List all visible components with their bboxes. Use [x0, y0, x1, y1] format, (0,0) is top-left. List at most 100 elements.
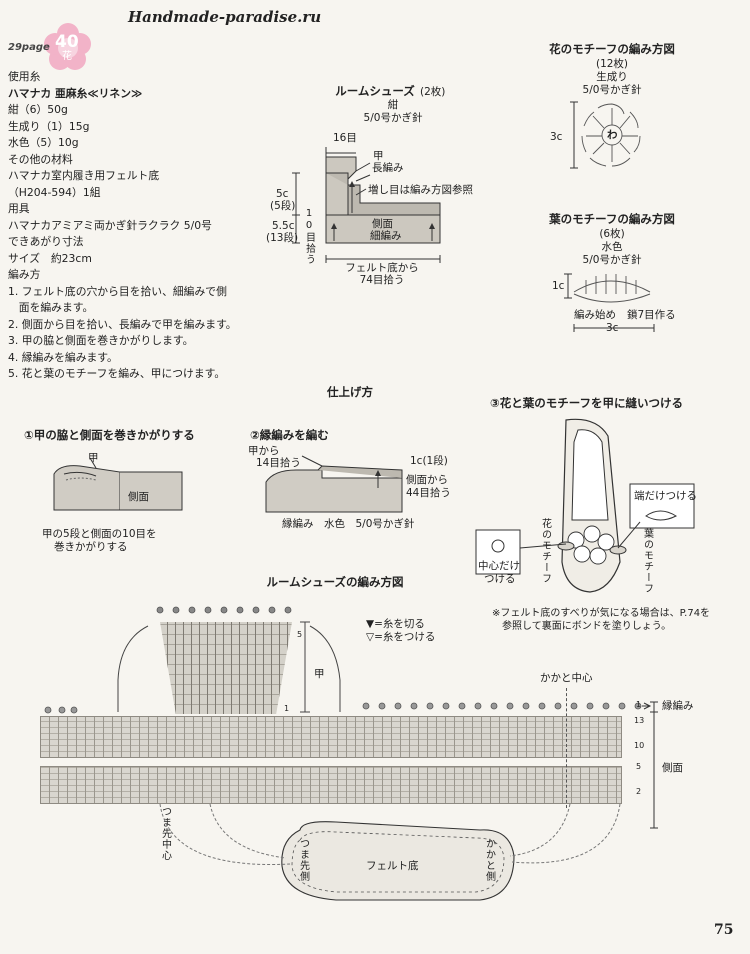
step2-title: ②縁編みを編む: [250, 428, 329, 442]
upper-chart: [160, 622, 292, 714]
step2-from-kou1: 甲から: [248, 445, 280, 457]
step3-edge: 端だけつける: [634, 490, 697, 502]
materials-line: 用具: [8, 202, 30, 215]
step2-from-side1: 側面から: [406, 474, 448, 486]
row-2: 2: [636, 787, 642, 796]
materials-line: 3. 甲の脇と側面を巻きかがりします。: [8, 334, 194, 347]
label-5dan: (5段): [270, 200, 296, 212]
step3-note2: 参照して裏面にボンドを塗りしょう。: [502, 621, 672, 632]
step2-bottom: 縁編み 水色 5/0号かぎ針: [282, 518, 415, 530]
label-16me: 16目: [333, 132, 357, 144]
leaf-height: 1c: [552, 280, 565, 292]
leaf-motif-qty: (6枚): [599, 228, 625, 240]
flower-kanji: 花: [62, 51, 72, 62]
heel-center-line: [566, 688, 568, 808]
step1-sokumen: 側面: [128, 491, 149, 503]
step2-from-side2: 44目拾う: [406, 487, 451, 499]
row-1-top: 1: [636, 700, 642, 709]
page-badge-flower: 40 花: [40, 22, 96, 72]
label-kou: 甲: [373, 150, 384, 162]
row-scale: [630, 700, 660, 830]
main-chart-title: ルームシューズの編み方図: [266, 575, 404, 589]
label-55c: 5.5c: [272, 220, 295, 232]
label-sokumen: 側面: [372, 218, 393, 230]
room-shoes-title: ルームシューズ: [335, 84, 415, 98]
side-band-lower: [40, 766, 622, 804]
heel-center: かかと中心: [540, 672, 593, 684]
heel-side: かかと側: [483, 838, 495, 882]
materials-line: サイズ 約23cm: [8, 251, 92, 265]
legend-join: ▽=糸をつける: [366, 631, 436, 643]
row-13: 13: [634, 716, 645, 725]
step1-kou: 甲: [88, 452, 99, 464]
chart-kou: 甲: [314, 668, 325, 680]
step2-diagram: [262, 452, 422, 522]
step1-diagram: [50, 450, 200, 520]
label-10me: 10目拾う: [303, 208, 315, 265]
leaf-motif-diagram: [550, 266, 680, 336]
legend-cut: ▼=糸を切る: [366, 618, 425, 630]
step2-from-kou2: 14目拾う: [256, 457, 301, 469]
room-shoes-color: 紺: [387, 99, 399, 111]
materials-block: 使用糸 ハマナカ 亜麻糸≪リネン≫ 紺（6）50g 生成り（1）15g 水色（5…: [8, 68, 237, 382]
flower-size: 3c: [550, 131, 563, 143]
leaf-width: 3c: [606, 322, 619, 334]
materials-line: 紺（6）50g: [8, 103, 68, 116]
edging-row: [40, 700, 660, 720]
room-shoes-qty: (2枚): [420, 86, 446, 98]
materials-line: 面を編みます。: [8, 301, 94, 314]
site-name: Handmade-paradise.ru: [128, 8, 322, 26]
materials-line: 4. 縁編みを編みます。: [8, 350, 118, 364]
leaf-motif-hook: 5/0号かぎ針: [582, 254, 642, 266]
step3-title: ③花と葉のモチーフを甲に縫いつける: [490, 396, 684, 410]
flower-motif-qty: (12枚): [595, 58, 629, 70]
side-band-upper: [40, 716, 622, 758]
row-10: 10: [634, 741, 645, 750]
leaf-motif-color: 水色: [601, 241, 623, 253]
step3-leaf: 葉のモチーフ: [641, 528, 653, 594]
materials-line: ハマナカ室内履き用フェルト底: [8, 169, 160, 182]
materials-line: 生成り（1）15g: [8, 119, 90, 133]
step2-1c: 1c(1段): [410, 455, 448, 467]
flower-number: 40: [55, 32, 79, 52]
step1-title: ①甲の脇と側面を巻きかがりする: [24, 428, 195, 442]
label-5c: 5c: [276, 188, 289, 200]
materials-line: 2. 側面から目を拾い、長編みで甲を編みます。: [8, 317, 237, 331]
step1-note2: 巻きかがりする: [54, 541, 128, 553]
materials-line: 5. 花と葉のモチーフを編み、甲につけます。: [8, 367, 226, 380]
flower-center-ring: わ: [607, 129, 618, 141]
materials-line: 使用糸: [8, 70, 41, 83]
materials-line: 1. フェルト底の穴から目を拾い、細編みで側: [8, 284, 227, 298]
chart-row-5-kou: 5: [297, 630, 303, 639]
step3-note1: ※フェルト底のすべりが気になる場合は、P.74を: [492, 608, 711, 619]
felt-sole-diagram: [150, 800, 630, 920]
toe-center: つま先中心: [159, 806, 171, 861]
flower-logo-icon: [44, 23, 91, 70]
page-number: 75: [714, 922, 734, 938]
step3-flower: 花のモチーフ: [539, 518, 551, 584]
materials-line: ハマナカアミアミ両かぎ針ラクラク 5/0号: [8, 218, 212, 232]
leaf-start: 編み始め: [574, 309, 616, 321]
label-chouami: 長編み: [372, 162, 404, 174]
room-shoes-hook: 5/0号かぎ針: [363, 112, 423, 124]
flower-motif-diagram: [560, 96, 660, 176]
finishing-title: 仕上げ方: [327, 385, 373, 399]
materials-line: ハマナカ 亜麻糸≪リネン≫: [8, 86, 143, 100]
label-komaami: 細編み: [370, 230, 402, 242]
materials-line: （H204-594）1組: [8, 185, 101, 199]
step1-note1: 甲の5段と側面の10目を: [42, 528, 157, 540]
flower-motif-color: 生成り: [596, 71, 628, 83]
materials-line: その他の材料: [8, 152, 73, 166]
step3-diagram: [470, 412, 710, 602]
upper-chart-outline: [100, 600, 360, 730]
chart-row-1-kou: 1: [284, 704, 290, 713]
materials-line: 編み方: [8, 268, 41, 281]
flower-motif-title: 花のモチーフの編み方図: [549, 42, 675, 56]
label-13dan: (13段): [266, 232, 299, 244]
materials-line: 水色（5）10g: [8, 136, 79, 149]
flower-motif-hook: 5/0号かぎ針: [582, 84, 642, 96]
label-felt1: フェルト底から: [345, 262, 419, 274]
label-felt2: 74目拾う: [359, 274, 405, 286]
label-edge: 縁編み: [662, 700, 694, 712]
room-shoes-schematic: [260, 125, 490, 285]
